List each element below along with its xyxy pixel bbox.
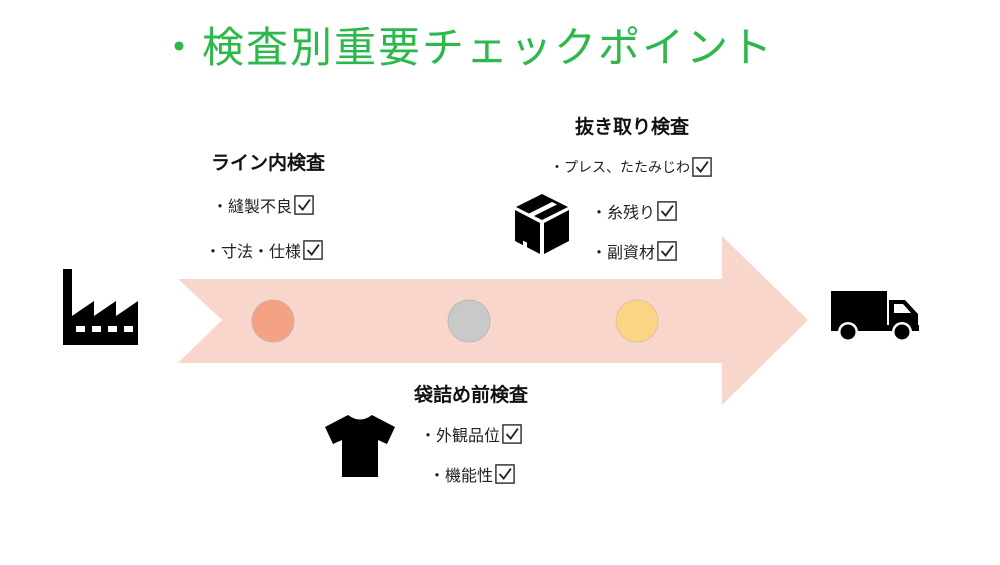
stage-heading-sampling: 抜き取り検査 <box>575 116 690 138</box>
checklist-item: ・糸残り <box>591 199 677 223</box>
checklist-item-label: ・副資材 <box>591 243 656 262</box>
checklist-item: ・寸法・仕様 <box>205 238 323 262</box>
checklist-item: ・副資材 <box>591 239 677 263</box>
stage-dot-inline <box>251 299 295 343</box>
stage-dot-prebag <box>615 299 659 343</box>
checkbox-icon[interactable] <box>303 240 323 260</box>
factory-icon <box>63 269 138 345</box>
tshirt-icon <box>325 415 395 477</box>
stage-heading-prebag: 袋詰め前検査 <box>414 384 529 406</box>
checklist-item-label: ・機能性 <box>429 466 494 485</box>
truck-icon <box>831 291 919 342</box>
checklist-item: ・プレス、たたみじわ <box>550 157 712 177</box>
checkbox-icon[interactable] <box>657 201 677 221</box>
checklist-item-label: ・寸法・仕様 <box>205 242 302 261</box>
checkbox-icon[interactable] <box>692 157 712 177</box>
page-title: ・検査別重要チェックポイント <box>158 23 775 72</box>
checklist-item-label: ・外観品位 <box>420 426 501 445</box>
checklist-item: ・縫製不良 <box>212 193 314 217</box>
checklist-item-label: ・糸残り <box>591 203 656 222</box>
checkbox-icon[interactable] <box>502 424 522 444</box>
checklist-item-label: ・プレス、たたみじわ <box>550 160 690 176</box>
stage-dot-sampling <box>447 299 491 343</box>
checkbox-icon[interactable] <box>294 195 314 215</box>
checklist-item: ・外観品位 <box>420 422 522 446</box>
stage-heading-inline: ライン内検査 <box>211 152 326 174</box>
checklist-item-label: ・縫製不良 <box>212 197 293 216</box>
checkbox-icon[interactable] <box>657 241 677 261</box>
checklist-item: ・機能性 <box>429 462 515 486</box>
flow-arrow-shape <box>178 236 808 405</box>
box-icon <box>515 194 569 254</box>
checkbox-icon[interactable] <box>495 464 515 484</box>
